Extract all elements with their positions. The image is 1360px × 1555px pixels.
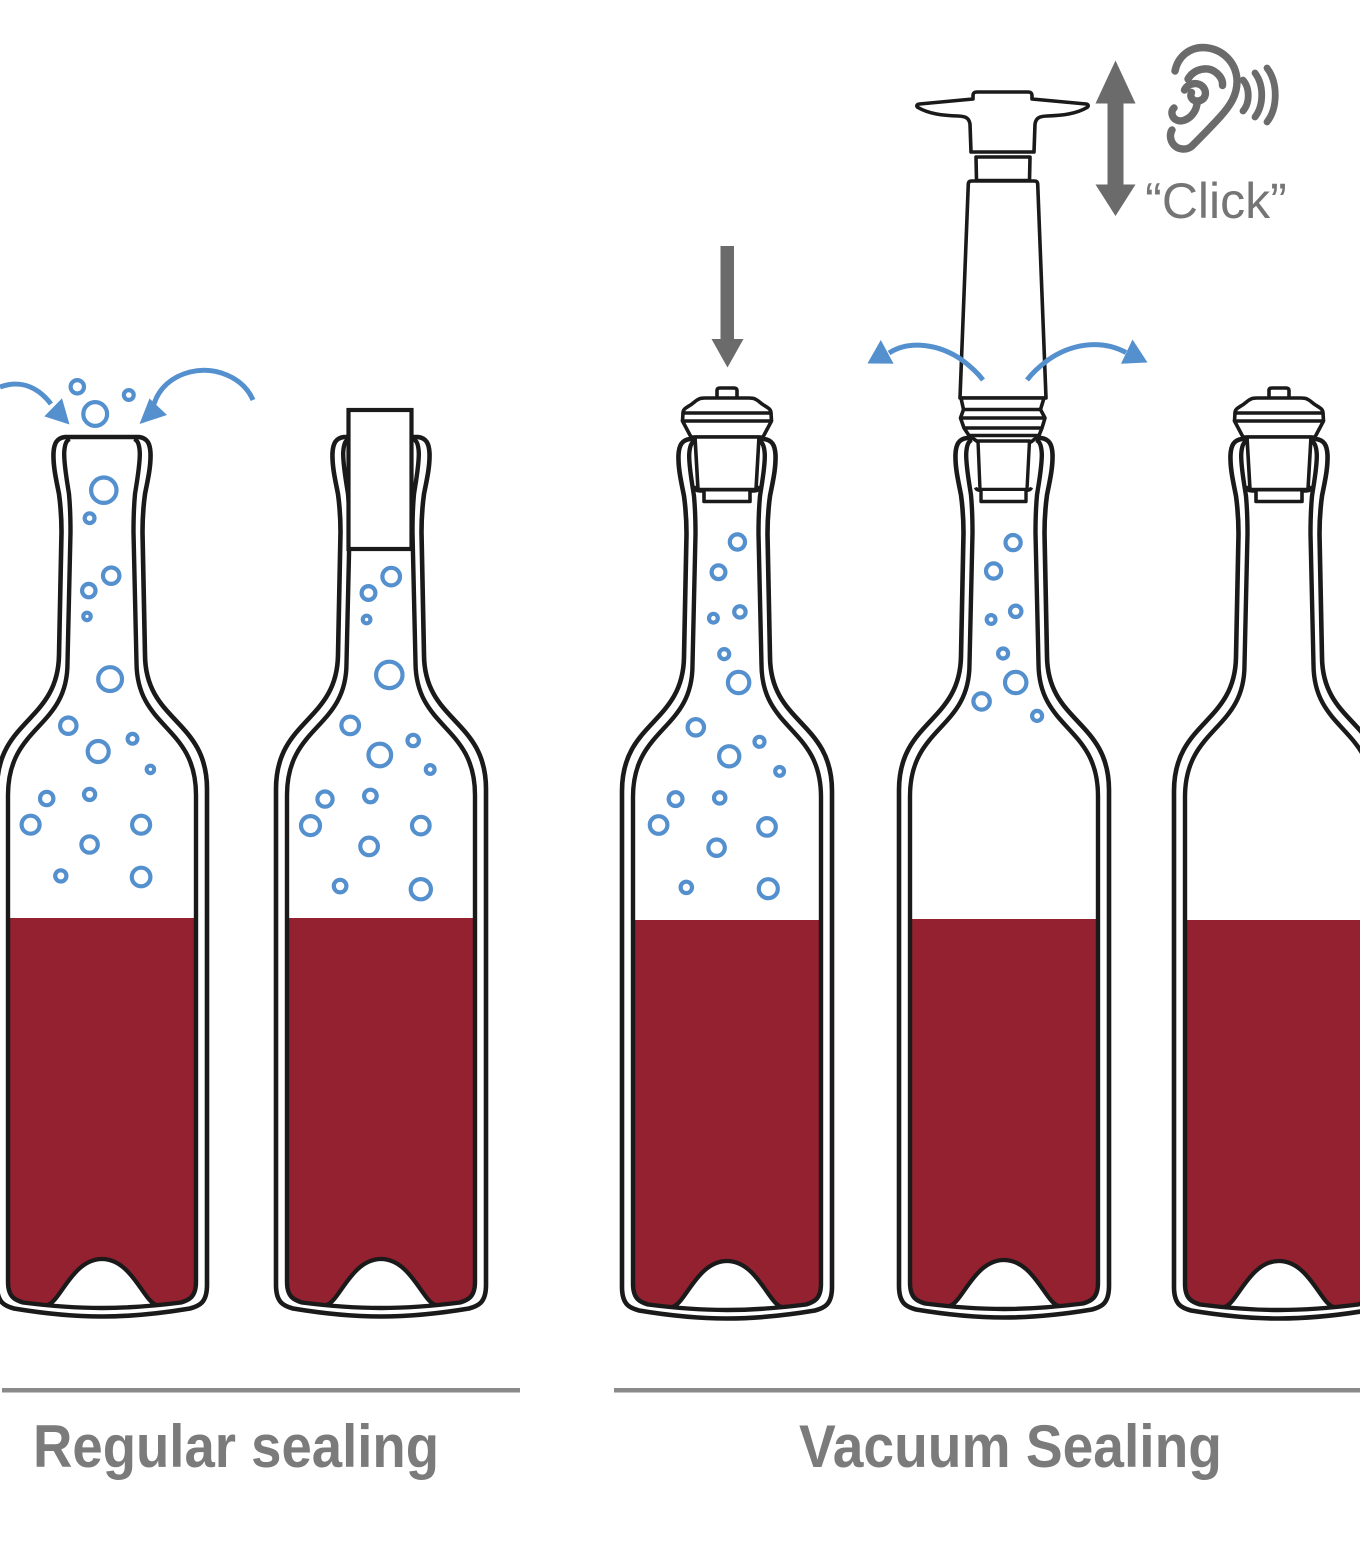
svg-text:Vacuum Sealing: Vacuum Sealing xyxy=(799,1413,1222,1480)
svg-text:Regular sealing: Regular sealing xyxy=(33,1413,439,1480)
svg-text:“Click”: “Click” xyxy=(1145,173,1287,229)
